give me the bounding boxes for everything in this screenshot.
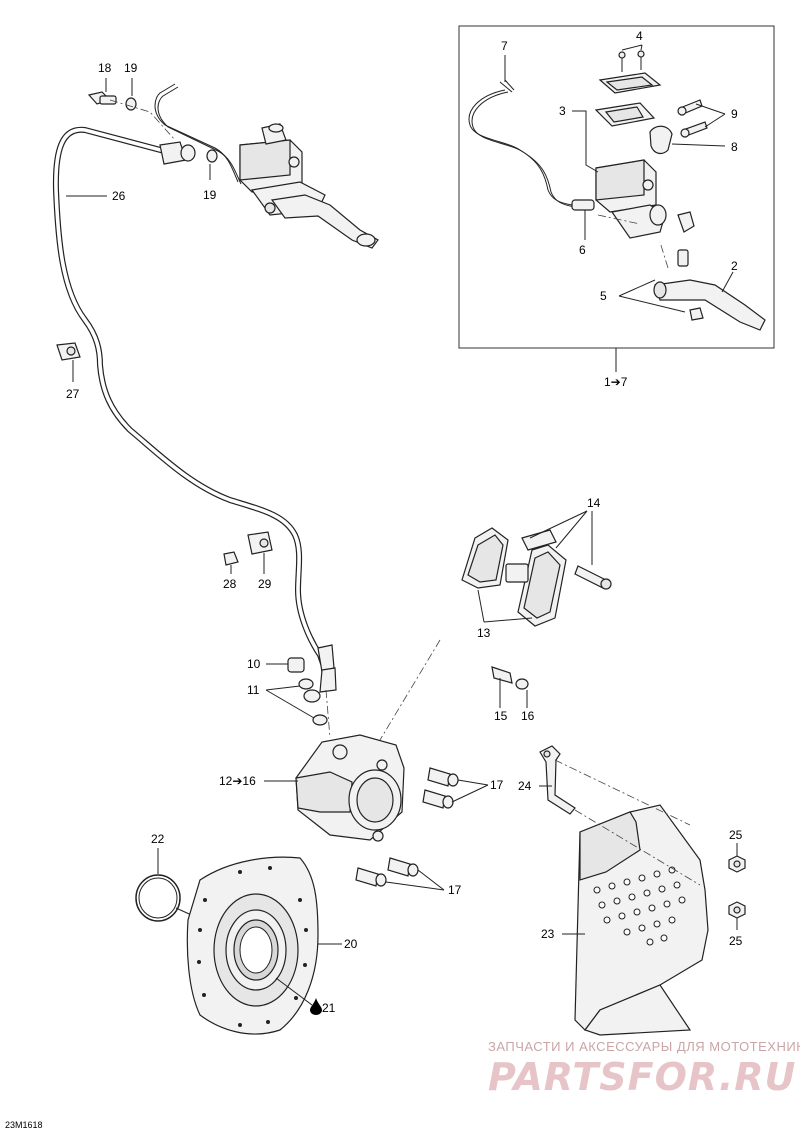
inset-reservoir-cap	[594, 50, 662, 127]
callout-17-b: 17	[448, 883, 462, 897]
banjo-bolt	[87, 91, 218, 163]
callout-2-inset: 2	[731, 259, 738, 273]
callout-27: 27	[66, 387, 80, 401]
callout-9-inset: 9	[731, 107, 738, 121]
callout-3-inset: 3	[559, 104, 566, 118]
callout-25-b: 25	[729, 934, 743, 948]
inset-range-label: 1➔7	[604, 375, 628, 389]
brake-disc	[186, 856, 319, 1035]
inset-brake-lever	[653, 279, 766, 331]
inset-boot	[677, 211, 695, 267]
callout-13: 13	[477, 626, 491, 640]
callout-11: 11	[247, 683, 260, 697]
drop-icon	[310, 998, 322, 1015]
brake-hose	[52, 126, 337, 693]
callout-14: 14	[587, 496, 601, 510]
callout-29: 29	[258, 577, 272, 591]
watermark-logo: PARTSFOR.RU	[488, 1055, 796, 1099]
caliper-banjo	[287, 657, 328, 726]
callout-4-inset: 4	[636, 29, 643, 43]
callout-19-b: 19	[203, 188, 217, 202]
callout-23: 23	[541, 927, 555, 941]
o-ring-22	[135, 874, 181, 922]
callout-18: 18	[98, 61, 112, 75]
callout-5-inset: 5	[600, 289, 607, 303]
guard-bracket	[539, 745, 576, 815]
callout-22: 22	[151, 832, 165, 846]
callout-6-inset: 6	[579, 243, 586, 257]
caliper-bolts	[355, 767, 459, 887]
callout-10: 10	[247, 657, 261, 671]
callout-24: 24	[518, 779, 532, 793]
disc-guard	[574, 804, 709, 1036]
hose-clip-27	[56, 342, 81, 361]
callout-26: 26	[112, 189, 126, 203]
inset-master-cylinder	[595, 159, 667, 239]
caliper-range-label: 12➔16	[219, 774, 256, 788]
bleed-screw	[491, 666, 529, 690]
inset-clamp	[649, 99, 708, 155]
guard-nuts	[728, 855, 746, 919]
hose-clip-28-29	[223, 531, 273, 566]
callout-16: 16	[521, 709, 535, 723]
callout-20: 20	[344, 937, 358, 951]
callout-28: 28	[223, 577, 237, 591]
brake-pads	[461, 527, 612, 627]
watermark-tagline: ЗАПЧАСТИ И АКСЕССУАРЫ ДЛЯ МОТОТЕХНИКИ	[488, 1039, 800, 1054]
callout-25-a: 25	[729, 828, 743, 842]
brake-caliper	[295, 734, 405, 842]
callout-21: 21	[322, 1001, 336, 1015]
callout-17-a: 17	[490, 778, 504, 792]
inset-switch-wire	[468, 79, 595, 211]
callout-8-inset: 8	[731, 140, 738, 154]
master-cylinder-assembly	[154, 83, 379, 249]
callout-19-a: 19	[124, 61, 138, 75]
callout-7-inset: 7	[501, 39, 508, 53]
callout-15: 15	[494, 709, 508, 723]
diagram-code: 23M1618	[5, 1120, 43, 1130]
